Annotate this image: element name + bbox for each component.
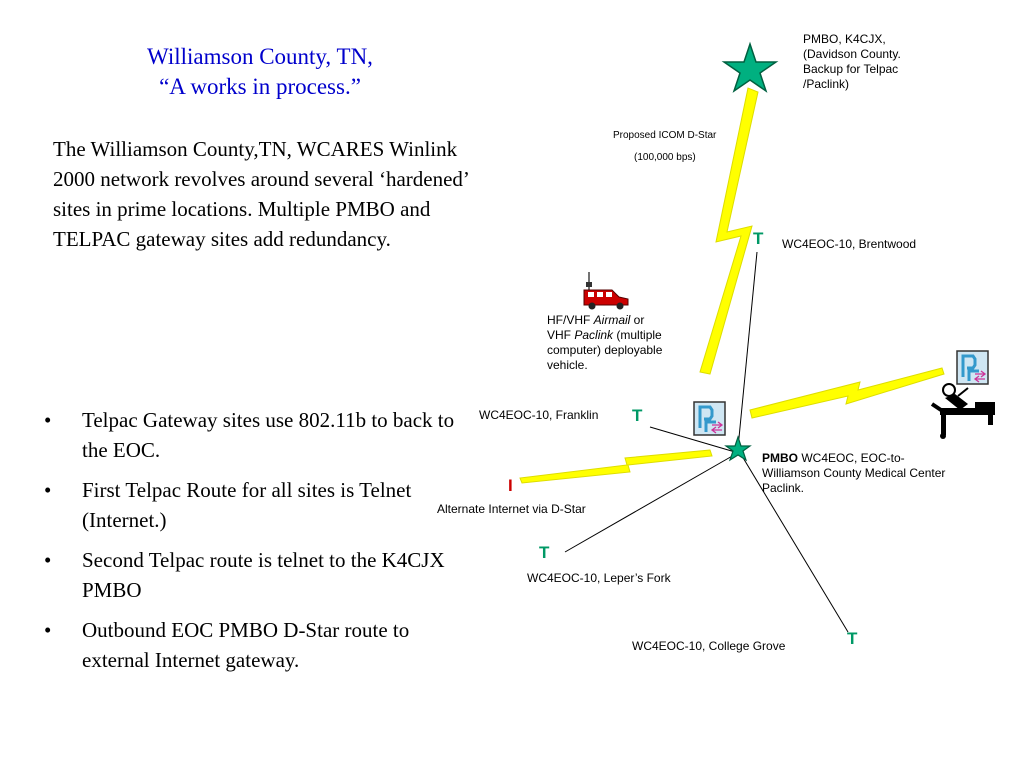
label-icom-speed: (100,000 bps)	[634, 152, 696, 163]
label-text: (multiple	[613, 328, 662, 342]
telpac-mark-college-grove: T	[847, 629, 858, 648]
bullet-list: Telpac Gateway sites use 802.11b to back…	[40, 405, 460, 685]
label-lepers-fork: WC4EOC-10, Leper’s Fork	[527, 571, 671, 585]
label-icom-dstar: Proposed ICOM D-Star	[613, 130, 717, 141]
label-brentwood: WC4EOC-10, Brentwood	[782, 237, 917, 251]
label-line: Backup for Telpac	[803, 62, 899, 76]
telpac-mark-lepers-fork: T	[539, 543, 550, 562]
star-icon	[721, 41, 779, 93]
link-franklin	[649, 426, 736, 453]
label-line: (Davidson County.	[803, 47, 901, 61]
label-line: PMBO, K4CJX,	[803, 32, 886, 46]
label-text: Paclink	[574, 328, 614, 342]
link-lepers-fork	[564, 454, 735, 553]
list-item: Outbound EOC PMBO D-Star route to extern…	[40, 615, 460, 675]
internet-mark: I	[508, 476, 513, 495]
label-text: WC4EOC, EOC-to-	[798, 451, 905, 465]
label-text: or	[630, 313, 645, 327]
label-eoc-pmbo: PMBO WC4EOC, EOC-to- Williamson County M…	[762, 451, 1002, 496]
link-college-grove	[741, 455, 849, 633]
label-line: computer) deployable	[547, 343, 663, 357]
label-line: Williamson County Medical Center	[762, 466, 946, 480]
telpac-mark-franklin: T	[632, 406, 643, 425]
medical-icon	[930, 383, 995, 439]
lightning-bolt-icon	[749, 367, 945, 419]
label-alt-internet: Alternate Internet via D-Star	[437, 502, 586, 516]
link-brentwood	[737, 251, 758, 449]
label-vehicle: HF/VHF Airmail or VHF Paclink (multiple …	[547, 313, 697, 373]
network-links	[564, 251, 849, 633]
paclink-icon	[693, 401, 726, 436]
lightning-bolt-icon	[519, 449, 713, 484]
label-franklin: WC4EOC-10, Franklin	[479, 408, 599, 422]
star-icon	[724, 435, 752, 462]
list-item: Telpac Gateway sites use 802.11b to back…	[40, 405, 460, 465]
page-title: Williamson County, TN, “A works in proce…	[90, 42, 430, 102]
list-item: Second Telpac route is telnet to the K4C…	[40, 545, 460, 605]
label-pmbo-k4cjx: PMBO, K4CJX, (Davidson County. Backup fo…	[803, 32, 901, 92]
intro-paragraph: The Williamson County,TN, WCARES Winlink…	[53, 137, 469, 251]
title-line-2: “A works in process.”	[159, 74, 361, 99]
label-text: Airmail	[593, 313, 631, 327]
list-item: First Telpac Route for all sites is Teln…	[40, 475, 460, 535]
vehicle-icon	[583, 272, 629, 310]
lightning-bolt-icon	[699, 87, 759, 375]
title-line-1: Williamson County, TN,	[147, 44, 373, 69]
label-line: vehicle.	[547, 358, 588, 372]
telpac-mark-brentwood: T	[753, 229, 764, 248]
label-text: PMBO	[762, 451, 798, 465]
label-text: HF/VHF	[547, 313, 594, 327]
label-line: Paclink.	[762, 481, 805, 495]
label-text: VHF	[547, 328, 575, 342]
label-line: /Paclink)	[803, 77, 850, 91]
label-college-grove: WC4EOC-10, College Grove	[632, 639, 786, 653]
paclink-icon	[956, 350, 989, 385]
